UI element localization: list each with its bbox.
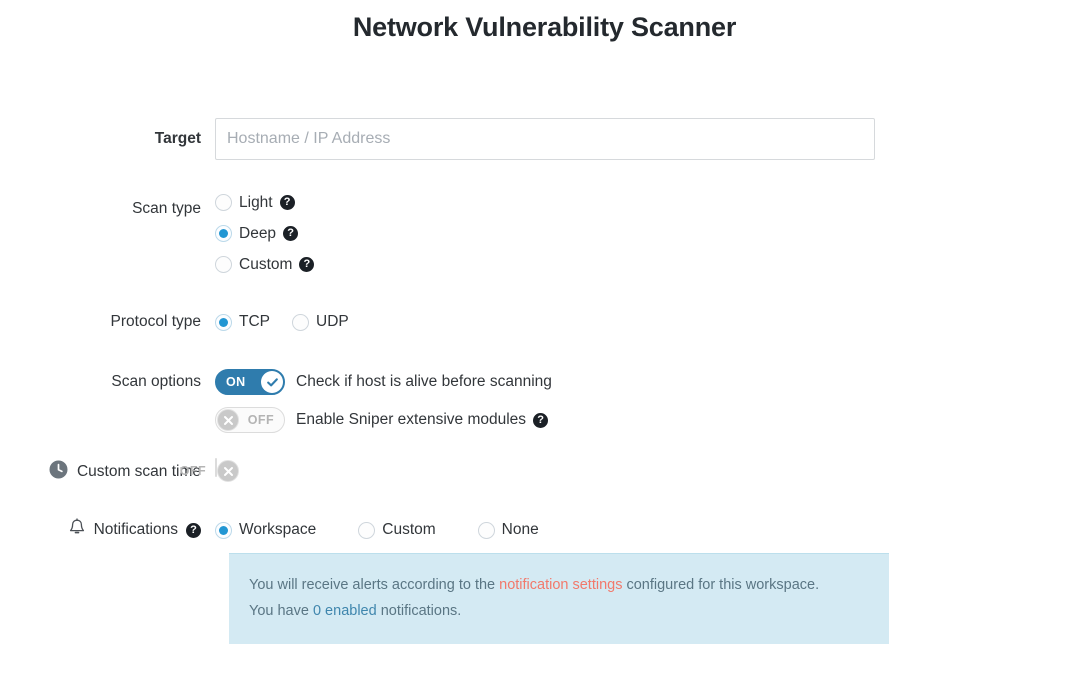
- toggle-state-text-sniper: OFF: [247, 413, 274, 427]
- bell-icon: [68, 518, 86, 542]
- radio-custom[interactable]: [215, 256, 232, 273]
- protocol-option-tcp[interactable]: TCP: [215, 313, 270, 331]
- toggle-check-host-alive[interactable]: ON: [215, 369, 285, 395]
- notifications-label-col: Notifications ?: [0, 518, 215, 542]
- scan-option-sniper-text: Enable Sniper extensive modules: [296, 411, 527, 428]
- clock-icon: [49, 460, 68, 484]
- radio-notifications-custom[interactable]: [358, 521, 376, 539]
- protocol-type-label: Protocol type: [110, 313, 201, 330]
- notifications-workspace-label: Workspace: [239, 521, 317, 538]
- info-line1-part1: You will receive alerts according to the: [249, 577, 500, 593]
- target-label: Target: [154, 130, 201, 147]
- toggle-sniper-modules[interactable]: OFF: [215, 407, 285, 433]
- scan-type-options: Light ? Deep ? Custom ?: [215, 194, 1089, 273]
- notifications-option-workspace[interactable]: Workspace: [215, 521, 316, 539]
- toggle-state-text-host-alive: ON: [226, 375, 246, 389]
- enabled-notifications-link[interactable]: 0 enabled: [312, 603, 377, 619]
- protocol-type-options: TCP UDP: [215, 311, 1089, 333]
- scan-type-light-label: Light: [239, 193, 273, 211]
- notifications-custom-label: Custom: [382, 521, 436, 538]
- radio-tcp[interactable]: [215, 313, 232, 331]
- custom-scan-time-field-col: OFF: [180, 458, 1089, 482]
- scan-option-sniper-modules: OFF Enable Sniper extensive modules ?: [215, 407, 1089, 433]
- close-icon: [217, 409, 239, 431]
- notifications-field-col: Workspace Custom None: [215, 519, 1089, 541]
- radio-notifications-none[interactable]: [477, 521, 495, 539]
- radio-light[interactable]: [215, 194, 232, 211]
- protocol-tcp-label: TCP: [239, 313, 270, 330]
- scan-type-custom-label: Custom: [239, 255, 293, 273]
- radio-deep[interactable]: [215, 225, 232, 242]
- scan-option-sniper-label: Enable Sniper extensive modules ?: [296, 411, 549, 429]
- custom-scan-time-label: Custom scan time: [76, 463, 201, 480]
- protocol-type-field-col: TCP UDP: [215, 311, 1089, 333]
- scan-type-option-light[interactable]: Light ?: [215, 194, 1089, 211]
- scan-type-label: Scan type: [132, 200, 201, 217]
- protocol-udp-label: UDP: [316, 313, 349, 330]
- toggle-state-text-scan-time: OFF: [179, 464, 206, 478]
- scan-type-deep-label: Deep: [239, 224, 277, 242]
- notifications-info-line-1: You will receive alerts according to the…: [249, 572, 869, 598]
- help-icon-custom[interactable]: ?: [299, 257, 315, 272]
- target-input[interactable]: [215, 118, 875, 160]
- close-icon: [217, 460, 239, 482]
- notifications-option-none[interactable]: None: [477, 521, 539, 539]
- notifications-info-row: You will receive alerts according to the…: [0, 553, 1089, 644]
- radio-workspace[interactable]: [215, 521, 232, 539]
- scan-option-host-alive-text: Check if host is alive before scanning: [296, 373, 552, 390]
- protocol-option-udp[interactable]: UDP: [292, 313, 349, 331]
- check-icon: [261, 371, 283, 393]
- scan-configuration-form: Target Scan type Light ? Deep: [0, 118, 1089, 644]
- custom-scan-time-row: Custom scan time OFF: [0, 458, 1089, 485]
- info-line1-part2: configured for this workspace.: [622, 577, 820, 593]
- help-icon-notifications[interactable]: ?: [186, 522, 201, 538]
- target-row: Target: [0, 118, 1089, 170]
- notifications-info-line-2: You have 0 enabled notifications.: [249, 598, 869, 624]
- notification-settings-link[interactable]: notification settings: [499, 577, 623, 593]
- scan-type-option-custom[interactable]: Custom ?: [215, 256, 1089, 273]
- custom-scan-time-label-col: Custom scan time: [0, 459, 215, 485]
- scan-type-option-deep[interactable]: Deep ?: [215, 225, 1089, 242]
- scan-options-row: Scan options ON Check: [0, 369, 1089, 433]
- scan-option-host-alive: ON Check if host is alive before scannin…: [215, 369, 1089, 395]
- protocol-type-row: Protocol type TCP UDP: [0, 311, 1089, 333]
- scan-options-toggles: ON Check if host is alive before scannin…: [215, 369, 1089, 433]
- notifications-none-label: None: [501, 521, 539, 538]
- scan-option-host-alive-label: Check if host is alive before scanning: [296, 373, 552, 391]
- scan-type-field-col: Light ? Deep ? Custom ?: [215, 194, 1089, 273]
- notifications-options: Workspace Custom None: [215, 519, 1089, 541]
- help-icon-sniper[interactable]: ?: [533, 412, 549, 428]
- page-title: Network Vulnerability Scanner: [352, 12, 737, 42]
- scan-options-field-col: ON Check if host is alive before scannin…: [215, 369, 1089, 433]
- target-field-col: [215, 118, 1089, 160]
- info-line2-part2: notifications.: [376, 603, 462, 619]
- notifications-row: Notifications ? Workspace Custom None: [0, 518, 1089, 542]
- scan-type-row: Scan type Light ? Deep ? Cu: [0, 194, 1089, 273]
- notifications-info-box: You will receive alerts according to the…: [229, 553, 889, 644]
- info-line2-part1: You have: [249, 603, 313, 619]
- help-icon-deep[interactable]: ?: [283, 226, 299, 241]
- radio-udp[interactable]: [292, 313, 309, 331]
- toggle-custom-scan-time[interactable]: OFF: [180, 458, 239, 482]
- help-icon-light[interactable]: ?: [279, 195, 295, 210]
- notifications-option-custom[interactable]: Custom: [358, 521, 436, 539]
- scan-options-label: Scan options: [111, 373, 201, 390]
- notifications-label: Notifications: [93, 521, 178, 538]
